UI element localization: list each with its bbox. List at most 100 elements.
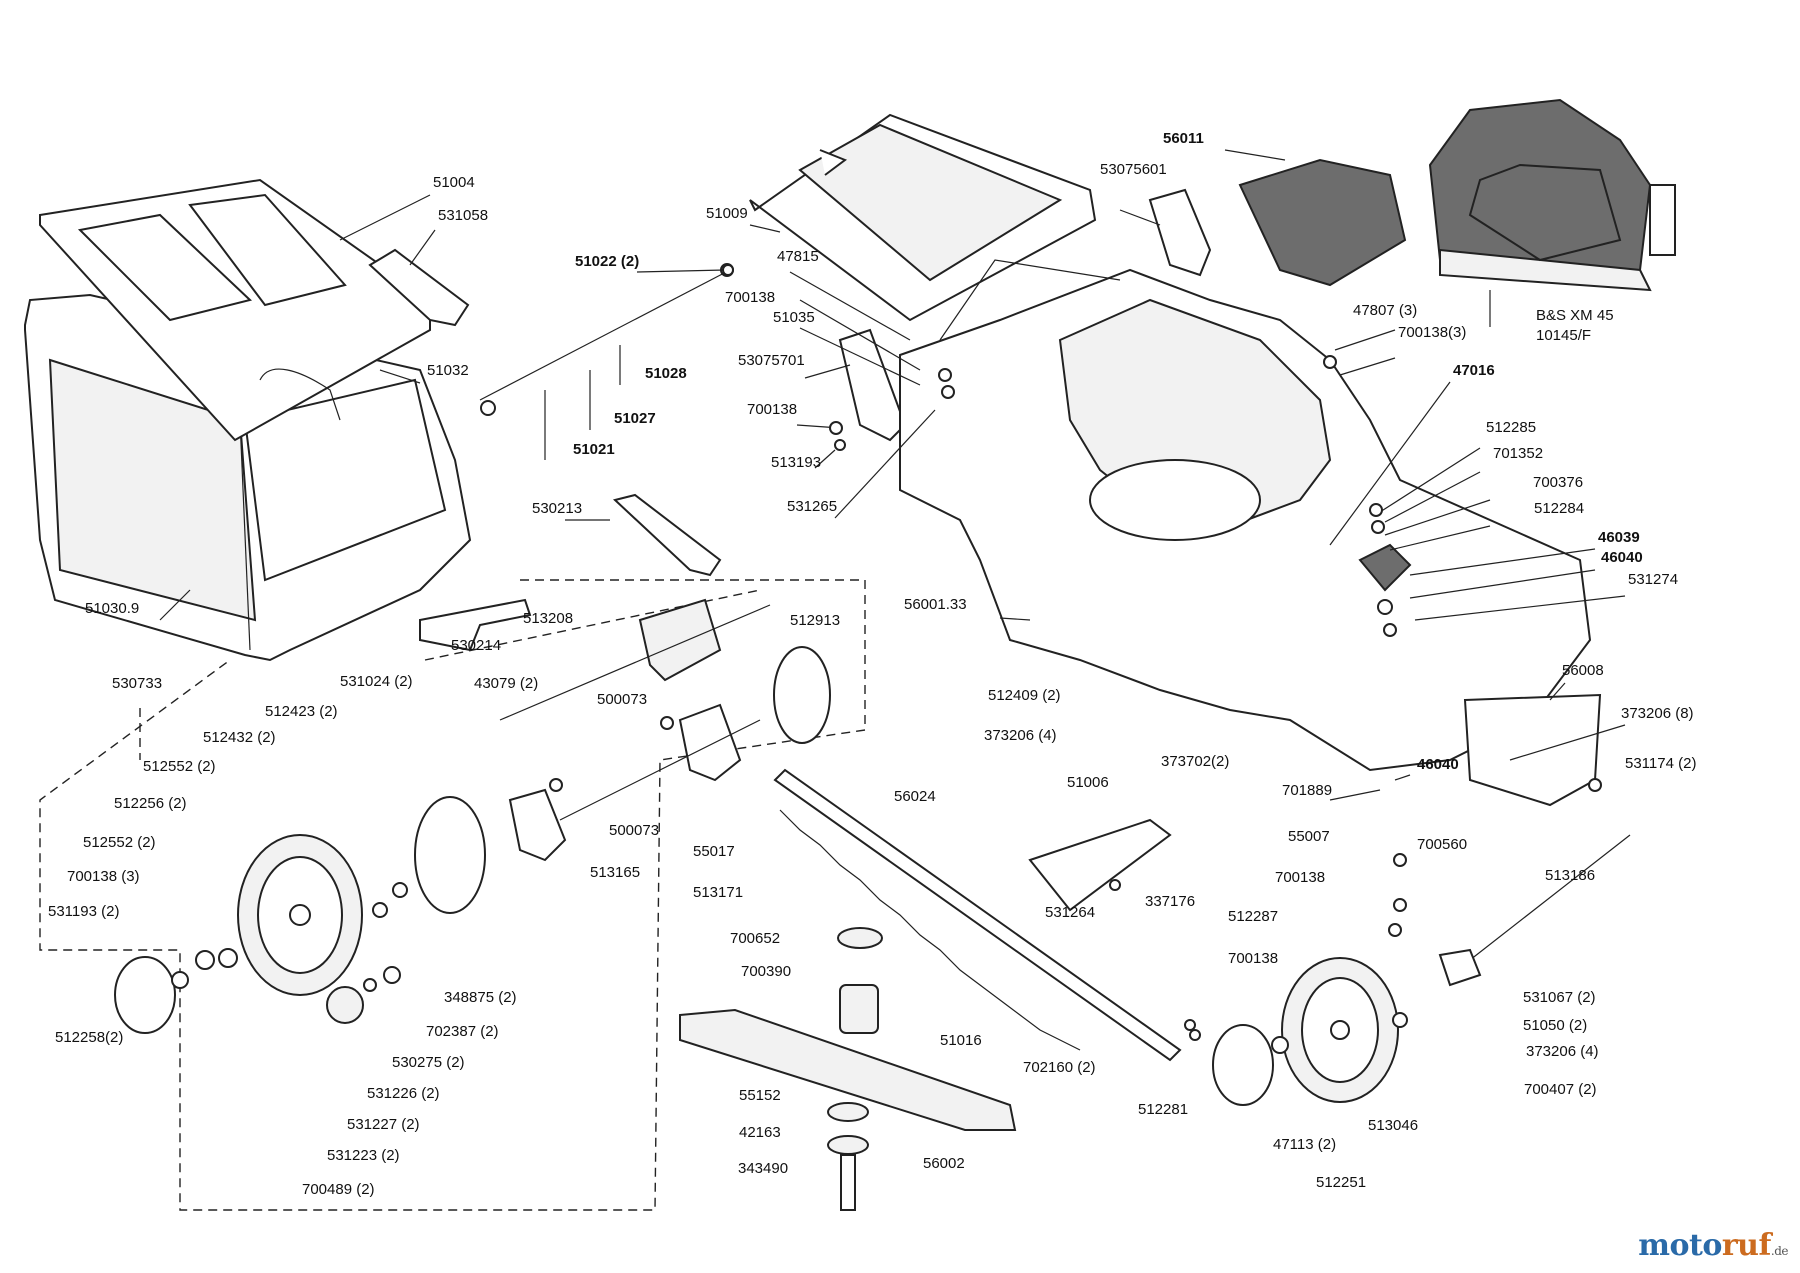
callout-label-51022: 51022 (2): [575, 253, 640, 270]
callout-label-373206-8: 373206 (8): [1621, 705, 1694, 722]
callout-label-531024: 531024 (2): [340, 673, 413, 690]
watermark-domain: .de: [1770, 1244, 1789, 1258]
gearbox-530214: [499, 598, 771, 721]
callout-label-53075701: 53075701: [738, 352, 805, 369]
callout-label-531174: 531174 (2): [1625, 755, 1697, 772]
callout-label-51050: 51050 (2): [1523, 1017, 1588, 1034]
callout-label-51004: 51004: [433, 174, 475, 191]
bracket-500073: [678, 703, 742, 782]
mulch-plug-51006: [1028, 818, 1172, 912]
callout-label-513165: 513165: [590, 864, 641, 881]
callout-label-bs2: 10145/F: [1536, 327, 1592, 344]
callout-label-700376: 700376: [1533, 474, 1584, 491]
callout-label-47016: 47016: [1453, 362, 1495, 379]
axle-shaft: [479, 269, 731, 401]
callout-label-701889: 701889: [1282, 782, 1333, 799]
callout-label-512284: 512284: [1534, 500, 1585, 517]
callout-label-51032: 51032: [427, 362, 469, 379]
callout-label-531226: 531226 (2): [367, 1085, 440, 1102]
callout-label-700390: 700390: [741, 963, 792, 980]
callout-label-51021: 51021: [573, 441, 615, 458]
callout-label-513046: 513046: [1368, 1117, 1419, 1134]
pulley-513171: [837, 927, 883, 949]
callout-label-56002: 56002: [923, 1155, 965, 1172]
callout-label-bs1: B&S XM 45: [1536, 307, 1614, 324]
callout-label-531265: 531265: [787, 498, 838, 515]
callout-label-46039: 46039: [1598, 529, 1640, 546]
hubcap-512258: [114, 956, 176, 1034]
callout-label-512285: 512285: [1486, 419, 1537, 436]
hubcap-512251: [1212, 1024, 1274, 1106]
engine-cover-56011: [1238, 158, 1407, 287]
callout-label-500073a: 500073: [597, 691, 648, 708]
callout-label-43079: 43079 (2): [474, 675, 539, 692]
front-wheel-right: [1281, 957, 1399, 1103]
bracket-513165: [508, 788, 567, 862]
callout-label-531067: 531067 (2): [1523, 989, 1596, 1006]
mower-deck-56001: [899, 259, 1592, 772]
callout-label-51006: 51006: [1067, 774, 1109, 791]
callout-label-700138c: 700138: [1275, 869, 1326, 886]
callout-label-531274: 531274: [1628, 571, 1679, 588]
callout-label-348875: 348875 (2): [444, 989, 517, 1006]
spring-55017: [779, 809, 1081, 1051]
rear-wheel-left: [237, 834, 363, 996]
callout-label-512552b: 512552 (2): [83, 834, 156, 851]
callout-label-702387: 702387 (2): [426, 1023, 499, 1040]
callout-label-700138b: 700138: [747, 401, 798, 418]
gear-530275: [326, 986, 364, 1024]
knob-46039: [1358, 543, 1412, 592]
callout-label-512281: 512281: [1138, 1101, 1189, 1118]
callout-label-512409: 512409 (2): [988, 687, 1061, 704]
callout-label-512256: 512256 (2): [114, 795, 187, 812]
handle-clip: [368, 248, 470, 327]
grass-box-frame: [24, 293, 472, 662]
callout-label-337176: 337176: [1145, 893, 1196, 910]
callout-label-42163: 42163: [739, 1124, 781, 1141]
handle-bracket-53075701: [838, 328, 907, 442]
callout-label-512432: 512432 (2): [203, 729, 276, 746]
callout-label-56001-33: 56001.33: [904, 596, 967, 613]
small-hardware: [171, 264, 1602, 1054]
callout-label-500073b: 500073: [609, 822, 660, 839]
callout-label-55007: 55007: [1288, 828, 1330, 845]
callout-label-343490: 343490: [738, 1160, 789, 1177]
callout-label-373702: 373702(2): [1161, 753, 1230, 770]
callout-label-513171: 513171: [693, 884, 744, 901]
callout-label-702160: 702160 (2): [1023, 1059, 1096, 1076]
callout-label-512258: 512258(2): [55, 1029, 124, 1046]
callout-label-701352: 701352: [1493, 445, 1544, 462]
blade-56002: [679, 1008, 1017, 1131]
blade-adapter-51016: [839, 984, 879, 1034]
callout-label-530733: 530733: [112, 675, 163, 692]
throttle-piece-53075601: [1148, 188, 1212, 277]
callout-label-700138d: 700138: [1228, 950, 1279, 967]
callout-label-56008: 56008: [1562, 662, 1604, 679]
leader-lines: [159, 149, 1626, 801]
callout-label-512251: 512251: [1316, 1174, 1367, 1191]
grass-box-lid: [39, 178, 431, 442]
callout-label-55152: 55152: [739, 1087, 781, 1104]
callout-label-51009: 51009: [706, 205, 748, 222]
callout-label-700138a: 700138: [725, 289, 776, 306]
callout-label-700407: 700407 (2): [1524, 1081, 1597, 1098]
rear-deflector-51009: [749, 113, 1097, 322]
callout-label-531193: 531193 (2): [48, 903, 120, 920]
callout-label-56011: 56011: [1163, 130, 1204, 147]
callout-label-513186: 513186: [1545, 867, 1596, 884]
callout-label-700489: 700489 (2): [302, 1181, 375, 1198]
callout-label-530214: 530214: [451, 637, 502, 654]
callout-label-700652: 700652: [730, 930, 781, 947]
height-bar-56024: [773, 768, 1182, 1062]
callout-label-47113: 47113 (2): [1273, 1136, 1337, 1153]
callout-label-47807: 47807 (3): [1353, 302, 1418, 319]
callout-label-56024: 56024: [894, 788, 936, 805]
callout-label-512552a: 512552 (2): [143, 758, 216, 775]
watermark-logo: motoruf.de: [1638, 1228, 1788, 1263]
callout-label-46040b: 46040: [1417, 756, 1459, 773]
callout-label-53075601: 53075601: [1100, 161, 1167, 178]
callout-label-512287: 512287: [1228, 908, 1279, 925]
callout-label-513208: 513208: [523, 610, 574, 627]
cover-plate-512913: [773, 646, 831, 744]
callout-label-700138-3: 700138(3): [1398, 324, 1467, 341]
